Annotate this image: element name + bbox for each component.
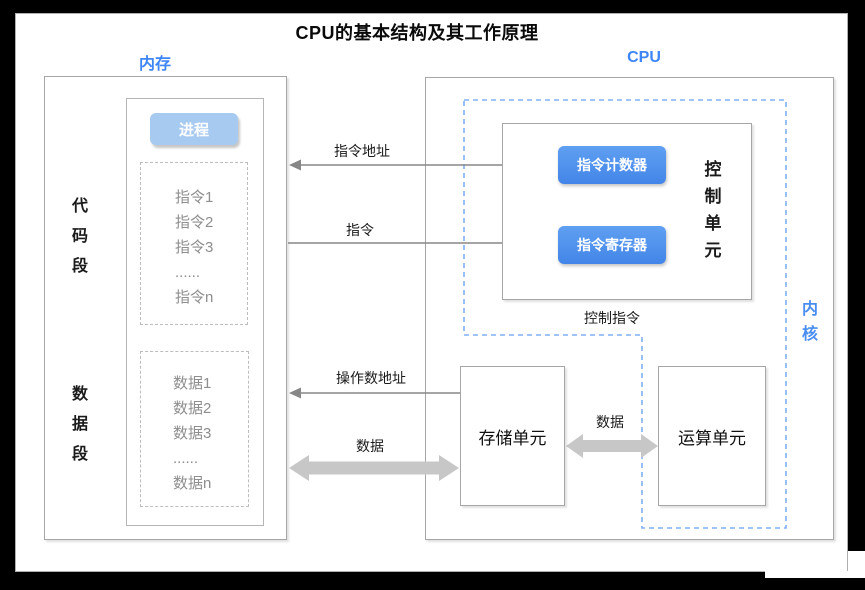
data-label-left: 数据 — [356, 438, 384, 454]
control-instruction-label: 控制指令 — [584, 310, 640, 326]
data-segment-list: 数据1 数据2 数据3 ...... 数据n — [173, 371, 245, 496]
video-frame-artifact — [765, 571, 848, 578]
list-item: 指令n — [175, 289, 214, 306]
list-item: 数据n — [173, 475, 212, 492]
kernel-label: 内核 — [801, 301, 818, 343]
data-segment-box — [140, 351, 249, 507]
instruction-label: 指令 — [346, 222, 374, 238]
instruction-register-node: 指令寄存器 — [558, 226, 666, 264]
instruction-address-label: 指令地址 — [334, 143, 390, 159]
list-item: 指令3 — [175, 239, 214, 256]
list-item: 数据3 — [173, 425, 212, 442]
list-item: 指令2 — [175, 214, 214, 231]
code-segment-list: 指令1 指令2 指令3 ...... 指令n — [175, 185, 245, 310]
code-segment-box — [140, 162, 248, 325]
list-item: 指令1 — [175, 189, 214, 206]
list-item: ...... — [173, 450, 199, 467]
memory-section-label: 内存 — [138, 56, 171, 73]
data-segment-label: 数据段 — [71, 386, 88, 463]
process-node: 进程 — [150, 113, 238, 145]
control-unit-label: 控制单元 — [704, 160, 722, 260]
storage-unit-box: 存储单元 — [460, 366, 565, 506]
code-segment-label: 代码段 — [71, 198, 88, 275]
instruction-counter-node: 指令计数器 — [558, 146, 666, 184]
cpu-section-label: CPU — [627, 49, 661, 66]
operand-address-label: 操作数地址 — [336, 370, 406, 386]
data-label-right: 数据 — [596, 414, 624, 430]
list-item: ...... — [175, 264, 201, 281]
list-item: 数据1 — [173, 375, 212, 392]
video-frame-artifact — [848, 551, 865, 578]
list-item: 数据2 — [173, 400, 212, 417]
compute-unit-box: 运算单元 — [658, 366, 766, 506]
page-title: CPU的基本结构及其工作原理 — [295, 23, 539, 43]
